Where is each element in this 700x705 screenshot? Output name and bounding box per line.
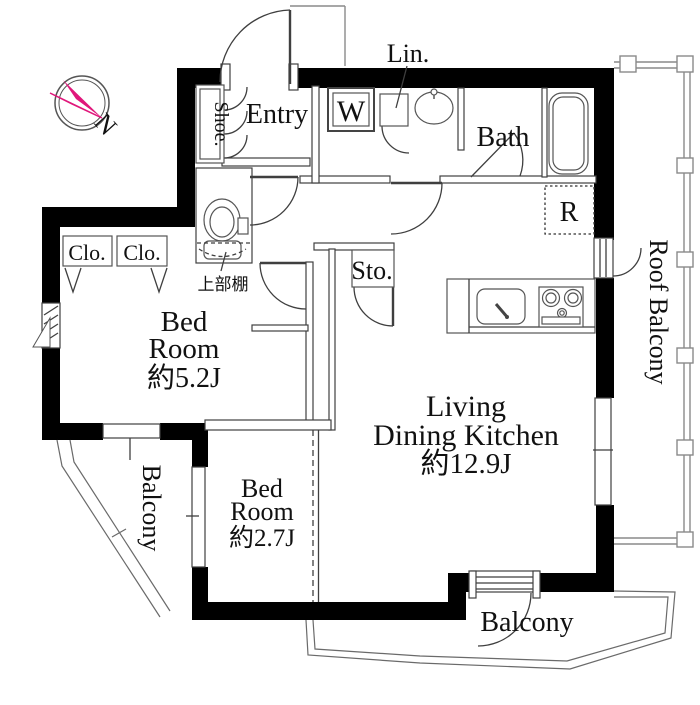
upper-shelf-label: 上部棚 xyxy=(198,275,249,294)
windows xyxy=(32,5,614,599)
ldk-label: Living Dining Kitchen 約12.9J xyxy=(373,390,559,480)
linen-door xyxy=(381,125,410,154)
beam-line xyxy=(251,324,309,332)
storage-label: Sto. xyxy=(351,256,392,285)
ldk-name-1: Living xyxy=(426,390,506,423)
shoe-label: Shoe. xyxy=(210,102,232,147)
ldk-name-2: Dining Kitchen xyxy=(373,419,559,452)
closet-right-label: Clo. xyxy=(123,240,160,265)
bedroom2-name-2: Room xyxy=(230,497,294,526)
roof-balcony-door xyxy=(612,247,642,277)
toilet-door xyxy=(249,175,299,226)
upper-shelf-leader xyxy=(220,251,227,272)
bedroom2-window xyxy=(186,466,206,568)
washer-label: W xyxy=(337,95,366,128)
bedroom2-name-1: Bed xyxy=(241,474,283,503)
ldk-window-right xyxy=(593,397,613,506)
balcony-sliding-door xyxy=(468,570,541,599)
storage-door xyxy=(353,286,395,327)
balcony-left-label: Balcony xyxy=(137,465,166,552)
washbasin xyxy=(414,88,454,125)
doors xyxy=(219,9,642,647)
roof-balcony-door-frame xyxy=(593,237,614,279)
kitchen-sink xyxy=(476,288,526,325)
porch-outline xyxy=(290,5,346,66)
bath-door xyxy=(470,132,524,178)
bedroom1-door xyxy=(259,261,307,310)
shoe-cabinet xyxy=(195,84,225,164)
bedroom2-label: Bed Room 約2.7J xyxy=(229,474,295,552)
balcony-bottom-label: Balcony xyxy=(480,607,573,638)
roof-balcony-railing xyxy=(614,55,694,548)
bedroom1-label: Bed Room 約5.2J xyxy=(147,306,221,394)
linen-leader xyxy=(395,65,408,109)
entry-door-frame-left xyxy=(220,63,231,91)
stove xyxy=(538,286,584,328)
entry-door xyxy=(219,9,292,84)
left-balcony-outline xyxy=(56,439,171,618)
bathtub xyxy=(548,92,589,175)
bedroom1-window xyxy=(102,423,161,460)
compass: N xyxy=(49,75,123,142)
ldk-area: 約12.9J xyxy=(420,447,511,480)
compass-north-label: N xyxy=(89,108,123,142)
bottom-balcony-outline xyxy=(305,590,676,670)
fixtures xyxy=(62,84,596,334)
toilet xyxy=(197,198,250,272)
bedroom1-area: 約5.2J xyxy=(147,362,221,394)
hatched-window-left xyxy=(32,302,61,349)
refrigerator-label: R xyxy=(560,197,579,228)
outer-walls xyxy=(42,68,614,620)
washing-machine xyxy=(327,87,375,132)
storage-box xyxy=(351,249,395,288)
bath-label: Bath xyxy=(477,122,530,153)
shoe-cabinet-doors xyxy=(223,86,248,159)
closet-right-box xyxy=(116,235,168,295)
entry-label: Entry xyxy=(246,99,308,130)
labels: Lin. Shoe. Entry W Bath R Sto. 上部棚 Clo. … xyxy=(68,39,673,638)
compass-circle-outer xyxy=(54,75,110,131)
closet-left-label: Clo. xyxy=(68,240,105,265)
linen-cabinet xyxy=(379,93,409,127)
washroom-door xyxy=(390,181,443,235)
kitchen-counter xyxy=(446,278,596,334)
bedroom2-area: 約2.7J xyxy=(229,524,295,552)
refrigerator-space xyxy=(544,185,595,235)
bedroom1-name-2: Room xyxy=(149,333,220,365)
compass-needle xyxy=(63,80,102,118)
entry-step xyxy=(221,157,311,167)
compass-circle-inner xyxy=(58,79,106,127)
closet-left-box xyxy=(62,235,113,295)
bedroom1-name-1: Bed xyxy=(161,306,208,338)
balconies xyxy=(56,55,694,670)
roof-balcony-label: Roof Balcony xyxy=(644,239,673,384)
compass-needle-outline xyxy=(49,92,103,119)
linen-label: Lin. xyxy=(387,39,430,68)
balcony-door xyxy=(477,592,532,647)
